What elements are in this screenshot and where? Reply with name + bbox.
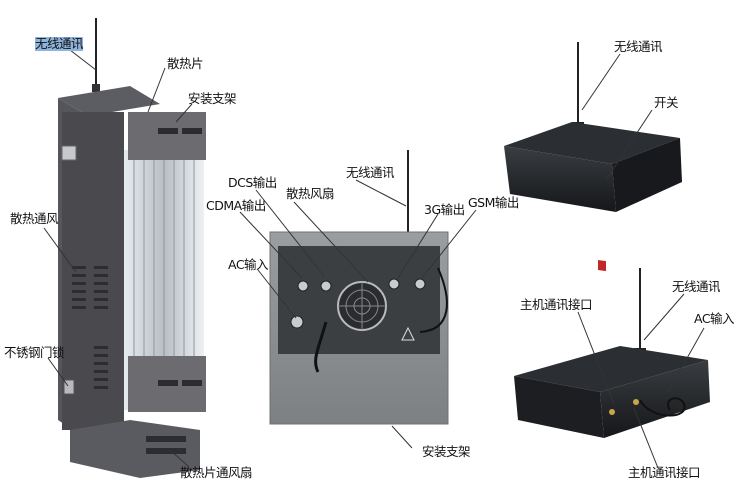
label-cabinet-lock: 不锈钢门锁: [4, 345, 65, 360]
cabinet-base-fan: [70, 420, 200, 478]
rack1-leader-lines: [581, 53, 653, 181]
label-front-gsm: GSM输出: [468, 195, 519, 210]
label-front-cdma: CDMA输出: [206, 198, 266, 213]
front-panel-unit: [269, 150, 449, 425]
label-front-wireless: 无线通讯: [346, 165, 395, 180]
front-leader-lines: [239, 179, 477, 449]
rack1-power-switch: [598, 260, 606, 272]
rack-unit-bottom: [514, 268, 710, 438]
label-front-ac: AC输入: [228, 257, 269, 272]
front-ac-cable: [314, 321, 328, 373]
cabinet-top: [58, 86, 160, 116]
rack-unit-top: [504, 42, 682, 272]
outdoor-cabinet: [58, 18, 206, 478]
rack1-side: [612, 138, 682, 212]
label-front-fan: 散热风扇: [286, 186, 335, 201]
rack1-top: [504, 122, 680, 164]
cabinet-leader-lines: [43, 49, 193, 467]
cabinet-lock: [63, 379, 75, 395]
cabinet-bracket-top: [128, 112, 206, 160]
cabinet-vent-slots: [72, 266, 108, 389]
front-gsm-cable: [419, 267, 448, 333]
label-rack2-host-port: 主机通讯接口: [520, 297, 593, 312]
label-cabinet-vent: 散热通风: [10, 211, 59, 226]
cabinet-door: [62, 112, 124, 430]
label-rack2-host-port-bottom: 主机通讯接口: [628, 465, 701, 480]
rack1-front: [504, 146, 616, 212]
rack2-front: [600, 360, 710, 438]
label-cabinet-heatsink: 散热片: [167, 56, 204, 71]
cabinet-antenna-base: [92, 84, 100, 92]
rack2-leader-lines: [577, 293, 705, 469]
label-cabinet-wireless: 无线通讯: [35, 36, 84, 51]
label-rack2-wireless: 无线通讯: [672, 279, 721, 294]
label-front-3g: 3G输出: [424, 202, 465, 217]
label-rack1-wireless: 无线通讯: [614, 39, 663, 54]
rack2-side: [514, 376, 604, 438]
label-front-dcs: DCS输出: [228, 175, 277, 190]
label-rack2-ac: AC输入: [694, 311, 735, 326]
label-cabinet-fan: 散热片通风扇: [180, 465, 253, 480]
label-front-bracket: 安装支架: [422, 444, 471, 459]
label-cabinet-bracket: 安装支架: [188, 91, 237, 106]
front-connectors: [290, 278, 426, 329]
rack2-top: [514, 346, 708, 392]
cabinet-hinge: [61, 145, 77, 161]
rack2-ac-cable: [639, 397, 686, 417]
label-rack1-switch: 开关: [654, 95, 679, 110]
